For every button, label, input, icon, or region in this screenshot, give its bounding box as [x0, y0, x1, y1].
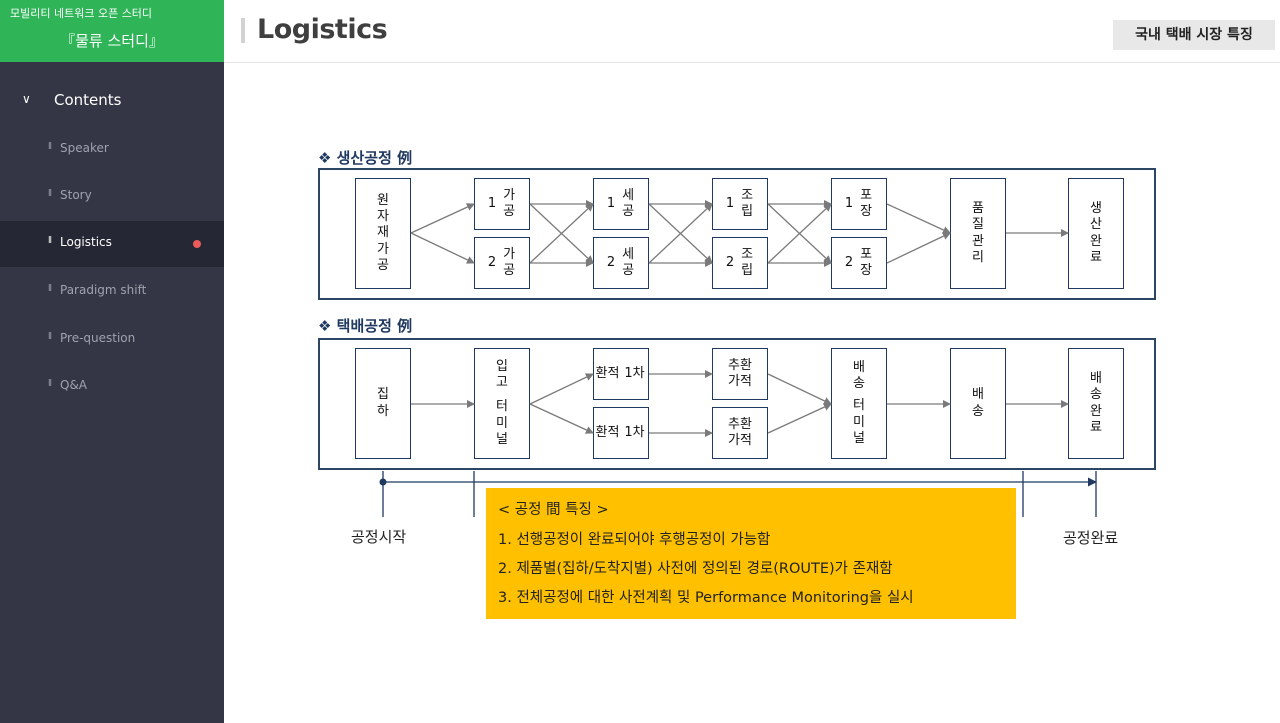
sidebar-item-logistics[interactable]: ll Logistics [0, 221, 224, 267]
bars-icon: ll [48, 332, 52, 342]
bars-icon: ll [48, 379, 52, 389]
box-quality-control: 품질관리 [950, 178, 1006, 289]
box-raw-processing: 원자재가공 [355, 178, 411, 289]
timeline-end-label: 공정완료 [1063, 529, 1119, 547]
bars-icon: ll [48, 236, 52, 246]
process-features-note: < 공정 間 특징 > 1. 선행공정이 완료되어야 후행공정이 가능함 2. … [486, 488, 1016, 619]
sidebar-item-label: Paradigm shift [60, 283, 147, 297]
timeline-start-label: 공정시작 [351, 528, 407, 546]
box-delivery: 배송 [950, 348, 1006, 459]
sidebar-item-label: Story [60, 188, 92, 202]
sidebar: 모빌리티 네트워크 오픈 스터디 『물류 스터디』 ∨ Contents ll … [0, 0, 224, 723]
bars-icon: ll [48, 284, 52, 294]
delivery-title: ❖ 택배공정 例 [318, 317, 413, 335]
sidebar-item-speaker[interactable]: ll Speaker [0, 127, 224, 173]
bars-icon: ll [48, 142, 52, 152]
header-divider [224, 62, 1280, 63]
box-delivery-complete: 배송완료 [1068, 348, 1124, 459]
bars-icon: ll [48, 189, 52, 199]
note-item: 1. 선행공정이 완료되어야 후행공정이 가능함 [498, 532, 771, 548]
note-item: 2. 제품별(집하/도착지별) 사전에 정의된 경로(ROUTE)가 존재함 [498, 561, 893, 577]
sidebar-item-label: Speaker [60, 141, 109, 155]
note-item: 3. 전체공정에 대한 사전계획 및 Performance Monitorin… [498, 590, 914, 606]
box-pickup: 집하 [355, 348, 411, 459]
sidebar-item-qna[interactable]: ll Q&A [0, 364, 224, 410]
title-accent-bar [241, 18, 245, 43]
sidebar-item-label: Pre-question [60, 331, 136, 345]
page-title: Logistics [257, 14, 388, 45]
chevron-down-icon: ∨ [22, 92, 31, 106]
sidebar-item-label: Q&A [60, 378, 88, 392]
box-delivery-terminal: 배송 터미널 [831, 348, 887, 459]
box-production-complete: 생산완료 [1068, 178, 1124, 289]
section-badge: 국내 택배 시장 특징 [1113, 20, 1275, 50]
production-title: ❖ 생산공정 例 [318, 149, 413, 167]
contents-toggle[interactable]: ∨ Contents [0, 82, 224, 120]
sidebar-item-story[interactable]: ll Story [0, 174, 224, 220]
sidebar-item-paradigm-shift[interactable]: ll Paradigm shift [0, 269, 224, 315]
sidebar-item-pre-question[interactable]: ll Pre-question [0, 317, 224, 363]
box-inbound-terminal: 입고 터미널 [474, 348, 530, 459]
sidebar-header: 모빌리티 네트워크 오픈 스터디 『물류 스터디』 [0, 0, 224, 62]
contents-label: Contents [54, 91, 122, 109]
sidebar-org: 모빌리티 네트워크 오픈 스터디 [10, 7, 153, 20]
sidebar-item-label: Logistics [60, 235, 112, 249]
active-dot-icon [193, 240, 201, 248]
note-heading: < 공정 間 특징 > [498, 502, 609, 518]
sidebar-title: 『물류 스터디』 [60, 32, 164, 50]
